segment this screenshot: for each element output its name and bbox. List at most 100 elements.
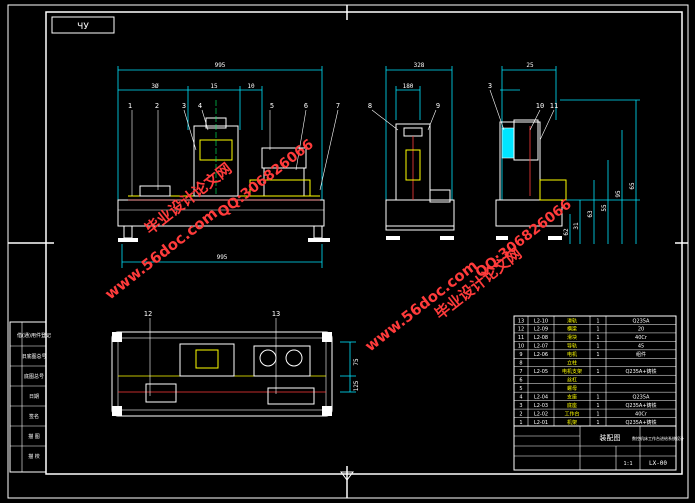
sheet-scale: 1:1 — [623, 461, 632, 467]
watermark-3: QQ:306826066 — [215, 136, 317, 221]
drawing-number: LX-00 — [649, 460, 667, 467]
bom-cell-name: 支座 — [567, 393, 577, 400]
bom-cell-name: 导轨 — [567, 343, 577, 350]
title-tag-box — [51, 16, 115, 34]
bom-cell-name: 电机 — [567, 351, 577, 358]
right-view: 25 65 95 55 63 31 62 3 10 11 — [488, 62, 640, 244]
project-name: 数控机床工作台进给系统设计 — [632, 435, 684, 441]
plan-view: 12 13 75 125 — [111, 310, 360, 417]
strip-row-4: 日期 — [29, 394, 39, 400]
dim-right-v5: 31 — [573, 222, 580, 230]
bom-cell-no: 9 — [519, 352, 522, 358]
balloon-13: 13 — [272, 310, 280, 318]
dim-front-left: 3Ø — [151, 83, 159, 90]
bom-cell-code: L2-02 — [534, 411, 548, 417]
side-view: 328 180 8 9 — [368, 62, 455, 240]
bom-cell-code: L2-01 — [534, 420, 548, 426]
balloon-4: 4 — [198, 102, 202, 110]
drawing-name: 装配图 — [600, 433, 621, 442]
bom-cell-no: 10 — [518, 344, 524, 350]
bom-cell-qty: 1 — [596, 318, 599, 324]
bom-cell-qty: 1 — [596, 394, 599, 400]
dim-front-total: 995 — [215, 62, 226, 69]
bom-cell-name: 丝杠 — [567, 376, 577, 383]
bom-cell-code: L2-09 — [534, 327, 548, 333]
bom-cell-mat: 20 — [638, 327, 644, 333]
bom-cell-mat: 40Cr — [635, 411, 648, 417]
bom-cell-name: 横梁 — [567, 326, 577, 333]
strip-row-3: 底图总号 — [24, 373, 44, 380]
bom-cell-qty: 1 — [596, 344, 599, 350]
bom-cell-no: 1 — [519, 420, 522, 426]
dim-right-v3: 55 — [601, 204, 608, 212]
bom-cell-no: 13 — [518, 318, 524, 324]
balloon-9: 9 — [436, 102, 440, 110]
bom-cell-code: L2-05 — [534, 369, 548, 375]
strip-row-6: 描 图 — [28, 433, 40, 440]
bom-cell-no: 5 — [519, 386, 522, 392]
dim-right-v6: 62 — [563, 228, 570, 236]
dim-right-v4: 63 — [587, 210, 594, 218]
bom-cell-no: 6 — [519, 377, 522, 383]
bom-cell-code: L2-03 — [534, 403, 548, 409]
dim-plan-v1: 75 — [353, 358, 360, 366]
bom-cell-name: 电机支架 — [562, 368, 582, 375]
outer-frame — [7, 4, 689, 499]
dim-front-mid: 15 — [210, 83, 218, 90]
bom-cell-no: 2 — [519, 411, 522, 417]
bom-cell-no: 4 — [519, 394, 522, 400]
balloon-2: 2 — [155, 102, 159, 110]
bom-cell-name: 滑块 — [567, 334, 577, 341]
bom-cell-no: 7 — [519, 369, 522, 375]
strip-row-5: 签名 — [29, 413, 39, 420]
title-tag: ЧУ — [77, 22, 89, 32]
bom-cell-qty: 1 — [596, 411, 599, 417]
bom-cell-name: 工作台 — [564, 410, 579, 417]
balloon-6: 6 — [304, 102, 308, 110]
balloon-5: 5 — [270, 102, 274, 110]
dim-side-inner: 180 — [403, 83, 414, 90]
left-strip: 借(通)用件登记 旧底图总号 底图总号 日期 签名 描 图 描 校 — [9, 321, 51, 473]
bom-cell-code: L2-07 — [534, 344, 548, 350]
bom-cell-qty: 1 — [596, 327, 599, 333]
bom-cell-qty: 1 — [596, 369, 599, 375]
balloon-right-3: 3 — [488, 82, 492, 90]
bom-cell-code: L2-10 — [534, 318, 548, 324]
balloon-1: 1 — [128, 102, 132, 110]
bom-cell-name: 螺母 — [567, 385, 577, 392]
balloon-11: 11 — [550, 102, 558, 110]
bom-cell-code: L2-06 — [534, 352, 548, 358]
dim-plan-v2: 125 — [353, 380, 360, 391]
bom-cell-qty: 1 — [596, 420, 599, 426]
bom-cell-code: L2-04 — [534, 394, 548, 400]
bom-cell-name: 滑轨 — [567, 317, 577, 324]
bom-cell-name: 底座 — [567, 402, 577, 409]
balloon-7: 7 — [336, 102, 340, 110]
bom-cell-no: 11 — [518, 335, 524, 341]
dim-front-right: 10 — [247, 83, 255, 90]
bom-cell-qty: 1 — [596, 403, 599, 409]
balloon-3: 3 — [182, 102, 186, 110]
bom-cell-mat: Q235A+铸铁 — [625, 419, 656, 426]
bom-cell-name: 立柱 — [567, 360, 577, 367]
bom-cell-mat: 组件 — [636, 351, 646, 358]
bom-cell-mat: Q235A — [633, 394, 650, 400]
dim-right-v2: 95 — [615, 190, 622, 198]
balloon-12: 12 — [144, 310, 152, 318]
watermarks: 毕业设计论文网 www.56doc.com QQ:306826066 www.5… — [101, 136, 574, 355]
bom-cell-mat: 45 — [638, 344, 644, 350]
balloon-8: 8 — [368, 102, 372, 110]
bom-cell-code: L2-08 — [534, 335, 548, 341]
strip-row-1: 借(通)用件登记 — [17, 332, 51, 339]
orientation-mark — [340, 471, 354, 481]
bom-cell-mat: Q235A+铸铁 — [625, 402, 656, 409]
title-block: 装配图 数控机床工作台进给系统设计 1:1 LX-00 — [513, 425, 684, 471]
bom-cell-no: 8 — [519, 361, 522, 367]
centering-marks — [8, 5, 688, 498]
balloon-10: 10 — [536, 102, 544, 110]
bom-cell-no: 12 — [518, 327, 524, 333]
bom-cell-no: 3 — [519, 403, 522, 409]
bom-cell-name: 机架 — [567, 419, 577, 426]
